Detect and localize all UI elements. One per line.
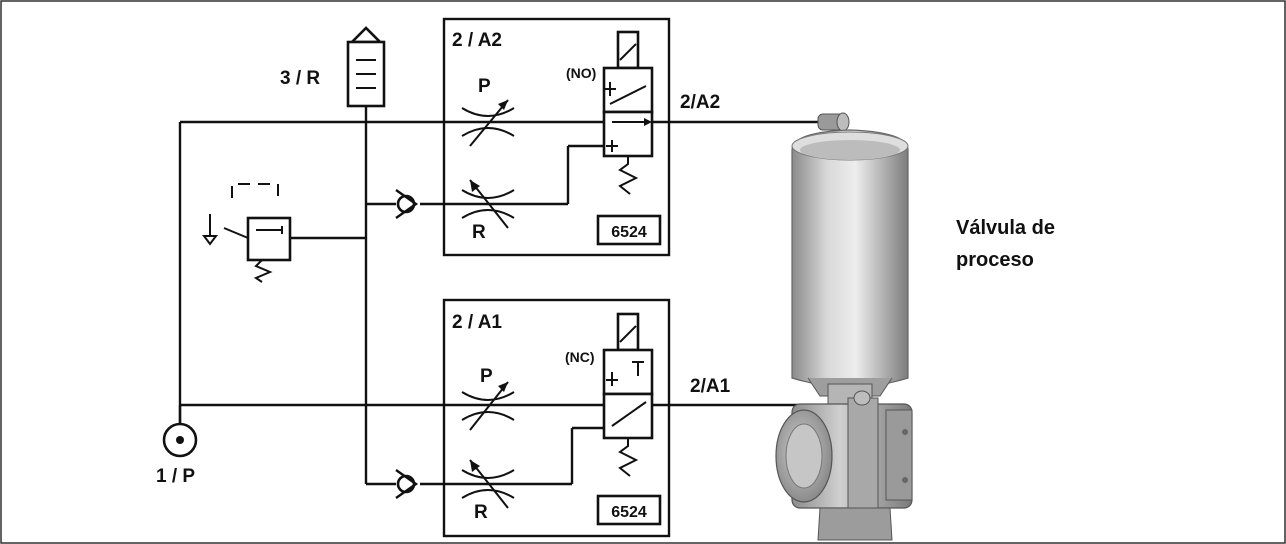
lower-mode-label: (NC) [565,349,595,365]
throttle-icon [461,381,515,431]
process-valve-icon [775,112,913,541]
upper-mode-label: (NO) [566,65,596,81]
process-valve-label-line1: Válvula de [956,217,1055,239]
lower-throttle-p: P [480,366,493,387]
check-valve-icon [395,189,419,219]
throttle-icon [461,459,515,509]
solenoid-valve-icon [602,312,654,477]
throttle-icon [461,179,515,229]
port-a1-label: 2/A1 [690,376,731,397]
silencer-icon [346,26,386,108]
upper-model-label: 6524 [611,224,647,241]
port-a2-label: 2/A2 [680,92,720,113]
supply-label: 1 / P [156,466,195,487]
process-valve-label-line2: proceso [956,249,1034,271]
pressure-source-icon [162,405,198,458]
supply-lines [178,106,842,486]
valve-block-lower: 2 / A1 P R (NC) [442,298,671,538]
valve-upper-title: 2 / A2 [452,30,502,51]
lower-throttle-r: R [474,502,488,523]
check-valve-icon [395,469,419,499]
valve-lower-title: 2 / A1 [452,312,502,333]
lower-model-label: 6524 [611,504,647,521]
upper-throttle-p: P [478,76,491,97]
upper-throttle-r: R [472,222,486,243]
exhaust-label: 3 / R [280,68,320,89]
pressure-regulator-icon [202,183,292,283]
solenoid-valve-icon [602,30,654,195]
valve-block-upper: 2 / A2 P R [442,17,671,257]
throttle-icon [461,99,515,147]
